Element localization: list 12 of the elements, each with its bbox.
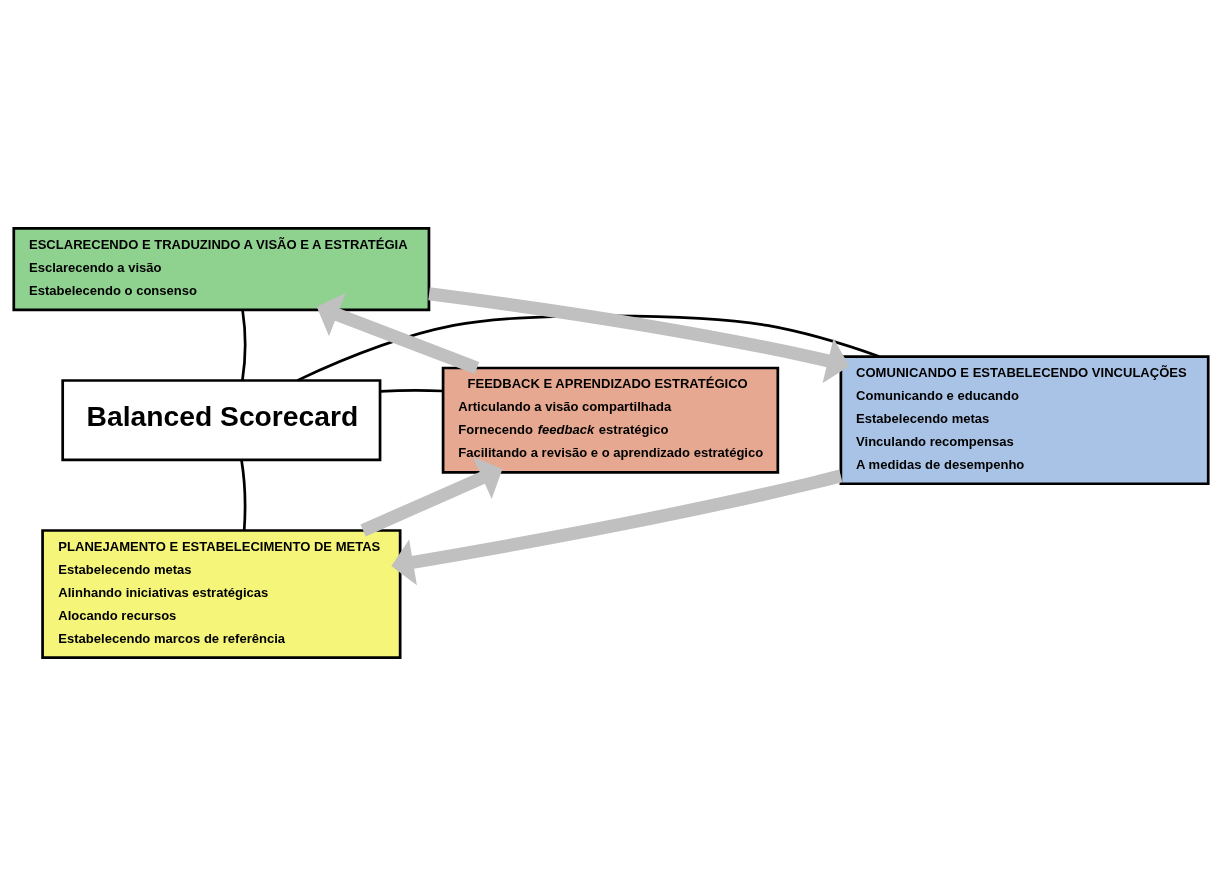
node-box: Balanced Scorecard <box>60 379 381 462</box>
connector <box>239 460 246 531</box>
node-box: FEEDBACK E APRENDIZADO ESTRATÉGICO Articulando a visão compartilhada Fornecendo feedback estratégico Facilitando a revisão e o aprendizado estratégico <box>441 366 779 474</box>
connector <box>379 389 443 393</box>
node-box: PLANEJAMENTO E ESTABELECIMENTO DE METAS Estabelecendo metas Alinhando iniciativas estratégicas Alocando recursos Estabelecendo marcos de referência <box>40 529 401 659</box>
node-box: ESCLARECENDO E TRADUZINDO A VISÃO E A ESTRATÉGIA Esclarecendo a visão Estabelecendo o consenso <box>11 227 430 312</box>
arrow <box>360 456 502 537</box>
node-box: COMUNICANDO E ESTABELECENDO VINCULAÇÕES Comunicando e educando Estabelecendo metas Vinculando recompensas A medidas de desempenho <box>839 355 1210 486</box>
arrow <box>427 287 849 384</box>
connector <box>240 309 246 381</box>
arrow <box>390 469 842 586</box>
arrow <box>316 292 479 375</box>
